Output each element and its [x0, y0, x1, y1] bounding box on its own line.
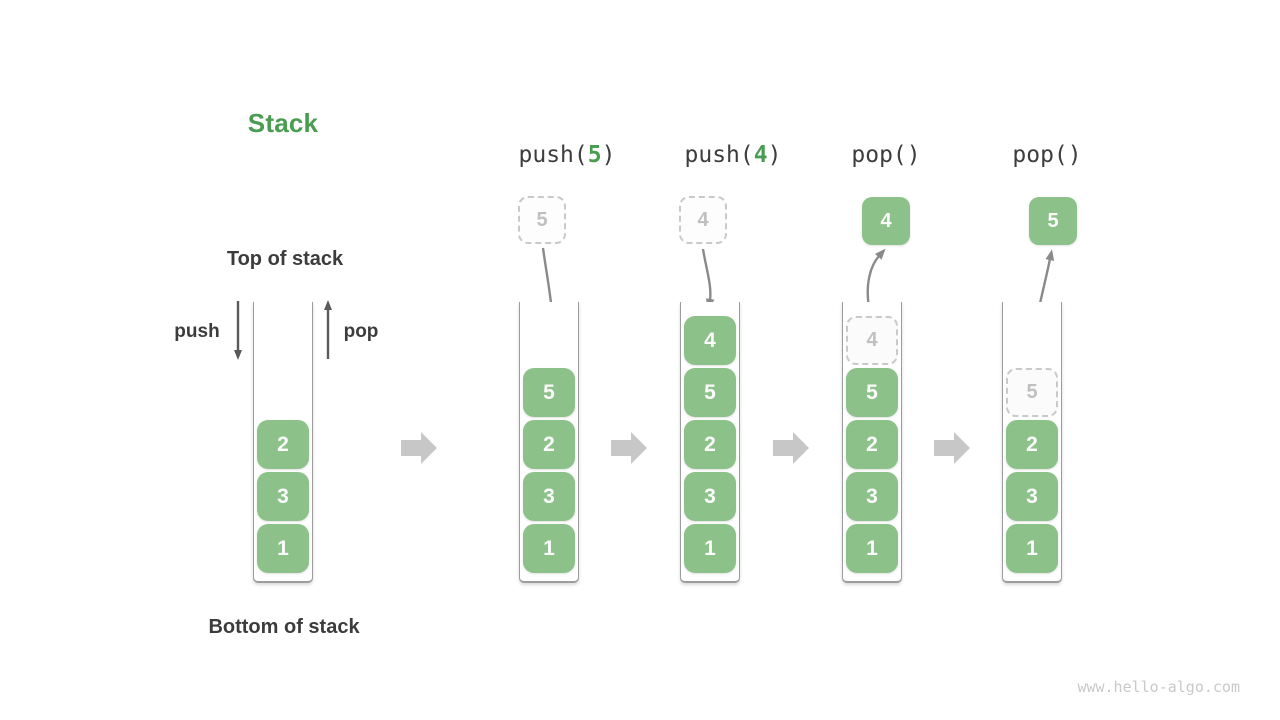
- flow-arrow-icon: [934, 432, 970, 464]
- stack-cell: 5: [846, 368, 898, 417]
- removed-cell-ghost: 5: [1006, 368, 1058, 417]
- stack-cell: 2: [523, 420, 575, 469]
- stack-cell: 3: [257, 472, 309, 521]
- stack-cell: 1: [846, 524, 898, 573]
- flow-arrow-icon: [773, 432, 809, 464]
- operation-arg: 5: [587, 142, 602, 168]
- stack-cell: 3: [684, 472, 736, 521]
- stack-well-0: 2 3 1: [253, 302, 313, 583]
- operation-label-push5: push(5): [518, 142, 616, 168]
- flow-arrow-icon: [611, 432, 647, 464]
- stack-well-4: 5 2 3 1: [1002, 302, 1062, 583]
- stack-well-3: 4 5 2 3 1: [842, 302, 902, 583]
- stack-cell: 2: [684, 420, 736, 469]
- operation-label-pop-1: pop(): [851, 142, 921, 168]
- bottom-of-stack-label: Bottom of stack: [208, 616, 360, 638]
- pending-value-box: 4: [679, 196, 727, 244]
- stack-cell: 1: [1006, 524, 1058, 573]
- push-label: push: [174, 321, 220, 342]
- stack-cell: 5: [684, 368, 736, 417]
- stack-cell: 2: [1006, 420, 1058, 469]
- flow-arrow-icon: [401, 432, 437, 464]
- stack-cell: 1: [684, 524, 736, 573]
- operation-arg: 4: [753, 142, 768, 168]
- stack-cell: 4: [684, 316, 736, 365]
- top-of-stack-label: Top of stack: [226, 248, 344, 270]
- stack-cell: 1: [257, 524, 309, 573]
- stack-cell: 3: [846, 472, 898, 521]
- popped-value-box: 4: [862, 197, 910, 245]
- stack-cell: 1: [523, 524, 575, 573]
- pending-value-box: 5: [518, 196, 566, 244]
- removed-cell-ghost: 4: [846, 316, 898, 365]
- operation-label-pop-2: pop(): [1012, 142, 1082, 168]
- stack-well-1: 5 2 3 1: [519, 302, 579, 583]
- stack-cell: 2: [257, 420, 309, 469]
- popped-value-box: 5: [1029, 197, 1077, 245]
- stack-well-2: 4 5 2 3 1: [680, 302, 740, 583]
- stack-cell: 3: [1006, 472, 1058, 521]
- push4-curve-arrow-icon: [701, 248, 715, 310]
- operation-label-push4: push(4): [684, 142, 782, 168]
- stack-cell: 3: [523, 472, 575, 521]
- diagram-title: Stack: [247, 108, 319, 138]
- stack-cell: 5: [523, 368, 575, 417]
- stack-cell: 2: [846, 420, 898, 469]
- pop-label: pop: [343, 321, 379, 342]
- watermark: www.hello-algo.com: [1077, 678, 1240, 696]
